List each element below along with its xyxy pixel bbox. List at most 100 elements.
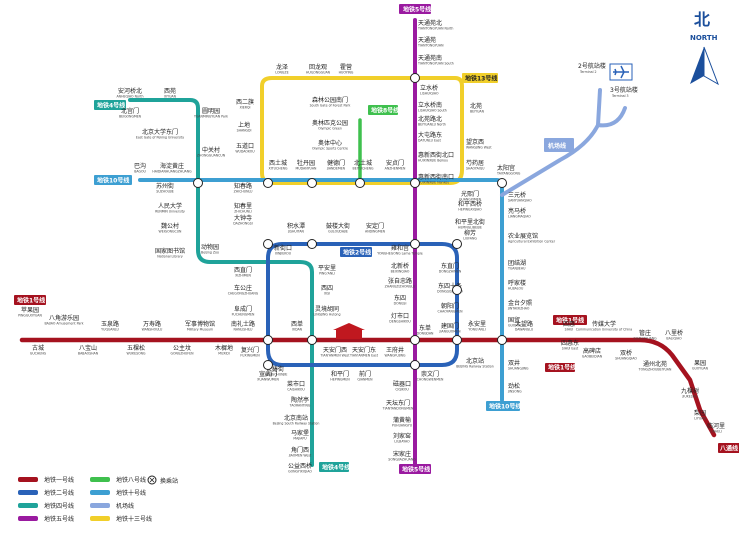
transfer-station-icon[interactable] xyxy=(307,239,317,249)
transfer-station-icon[interactable] xyxy=(452,239,462,249)
transfer-station-icon[interactable] xyxy=(263,239,273,249)
transfer-station-icon[interactable] xyxy=(452,335,462,345)
transfer-station-icon[interactable] xyxy=(263,360,273,370)
transfer-station-icon[interactable] xyxy=(355,178,365,188)
transfer-station-icon[interactable] xyxy=(410,360,420,370)
transfer-station-icon[interactable] xyxy=(410,239,420,249)
transfer-station-icon[interactable] xyxy=(452,285,462,295)
transfer-station-icon[interactable] xyxy=(307,178,317,188)
transfer-station-icon[interactable] xyxy=(410,178,420,188)
transfer-station-icon[interactable] xyxy=(497,335,507,345)
